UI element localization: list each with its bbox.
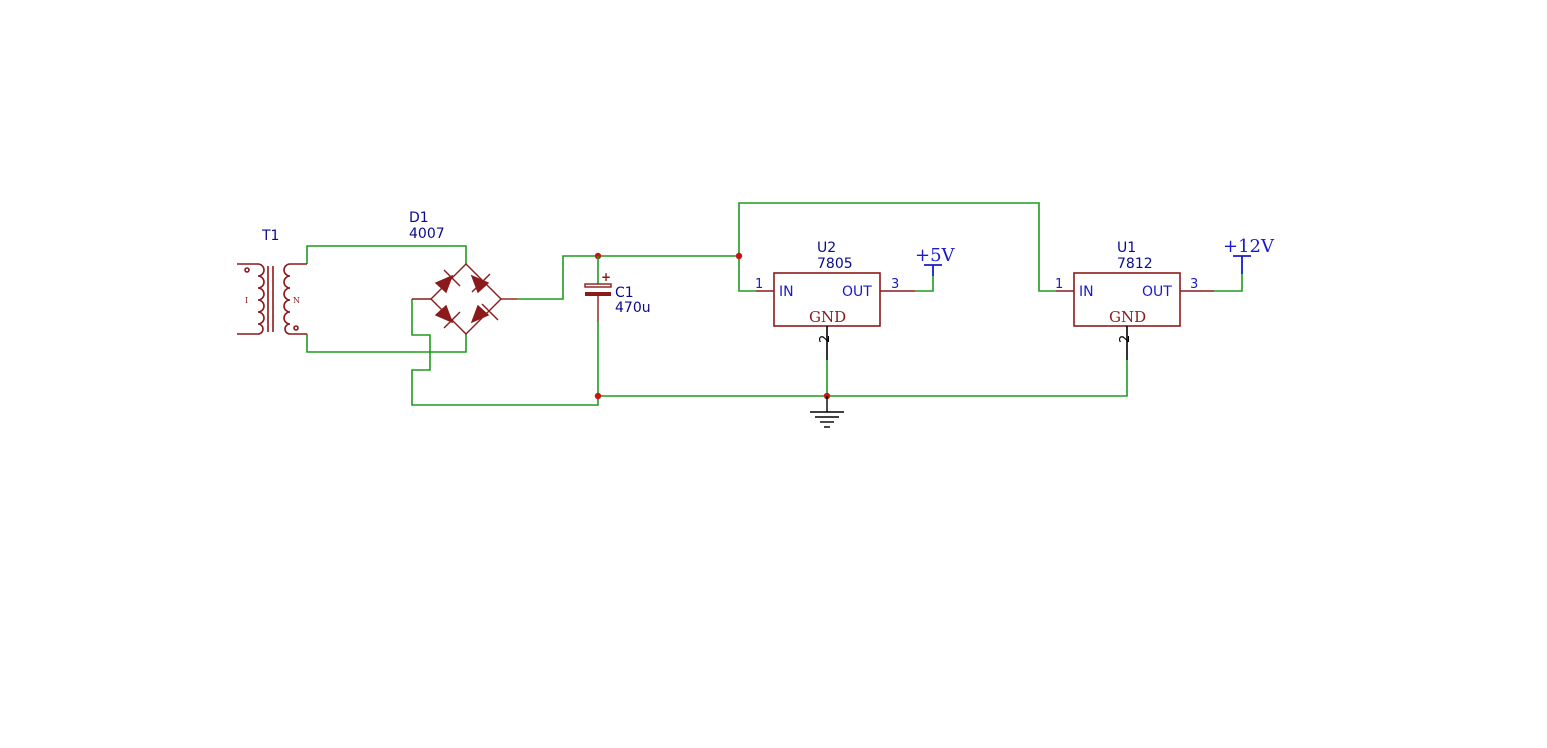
bridge-rectifier-d1[interactable]	[412, 263, 517, 335]
wire-u2-out	[915, 276, 934, 292]
regulator-u1[interactable]	[1056, 272, 1214, 360]
diode-icon	[434, 304, 461, 329]
u1-pin-out-label: OUT	[1142, 284, 1172, 300]
u1-pin-gnd-number: 2	[1118, 335, 1133, 343]
transformer-t1[interactable]	[237, 263, 307, 335]
junctions	[594, 252, 831, 400]
power-12v-label: +12V	[1223, 236, 1275, 257]
u2-pin-in-label: IN	[779, 284, 794, 300]
u1-pin-gnd-label: GND	[1109, 308, 1146, 326]
u2-pin-out-number: 3	[891, 277, 899, 292]
wire-u1-out	[1214, 274, 1243, 292]
wire-tx-top	[306, 245, 467, 264]
wire-u1-in	[738, 202, 1056, 292]
u2-pin-in-number: 1	[755, 277, 763, 292]
capacitor-c1[interactable]	[584, 256, 612, 322]
primary-coil	[257, 263, 265, 335]
d1-value: 4007	[409, 226, 445, 242]
u2-pin-gnd-label: GND	[809, 308, 846, 326]
wire-bridge-pos	[517, 255, 598, 300]
secondary-coil	[283, 263, 291, 335]
diode-icon	[470, 273, 491, 294]
wires	[306, 202, 1243, 406]
u1-pin-in-number: 1	[1055, 277, 1063, 292]
diode-icon	[470, 303, 499, 324]
u2-pin-gnd-number: 2	[818, 335, 833, 343]
t1-secondary-label: N	[293, 296, 300, 305]
wire-u2-in	[738, 256, 756, 292]
u1-value: 7812	[1117, 256, 1153, 272]
power-5v-label: +5V	[915, 245, 956, 266]
c1-ref: C1	[615, 285, 634, 301]
wire-bridge-neg	[411, 299, 599, 406]
ground-icon[interactable]	[810, 396, 844, 428]
wire-tx-bottom	[306, 334, 467, 353]
c1-value: 470u	[615, 300, 651, 316]
t1-ref: T1	[261, 228, 279, 244]
junction-dot	[735, 252, 743, 260]
u2-ref: U2	[817, 240, 836, 256]
u1-pin-in-label: IN	[1079, 284, 1094, 300]
diode-icon	[434, 269, 461, 294]
d1-ref: D1	[409, 210, 429, 226]
regulator-u2[interactable]	[756, 272, 915, 360]
junction-dot	[594, 392, 602, 400]
power-flag-icon[interactable]	[924, 264, 942, 276]
power-flag-icon[interactable]	[1233, 255, 1251, 274]
t1-primary-label: I	[245, 296, 248, 305]
u2-pin-out-label: OUT	[842, 284, 872, 300]
u1-pin-out-number: 3	[1190, 277, 1198, 292]
u1-ref: U1	[1117, 240, 1136, 256]
u2-value: 7805	[817, 256, 853, 272]
c1-polarity: +	[601, 270, 611, 284]
wire-gnd-rail	[598, 360, 1128, 397]
